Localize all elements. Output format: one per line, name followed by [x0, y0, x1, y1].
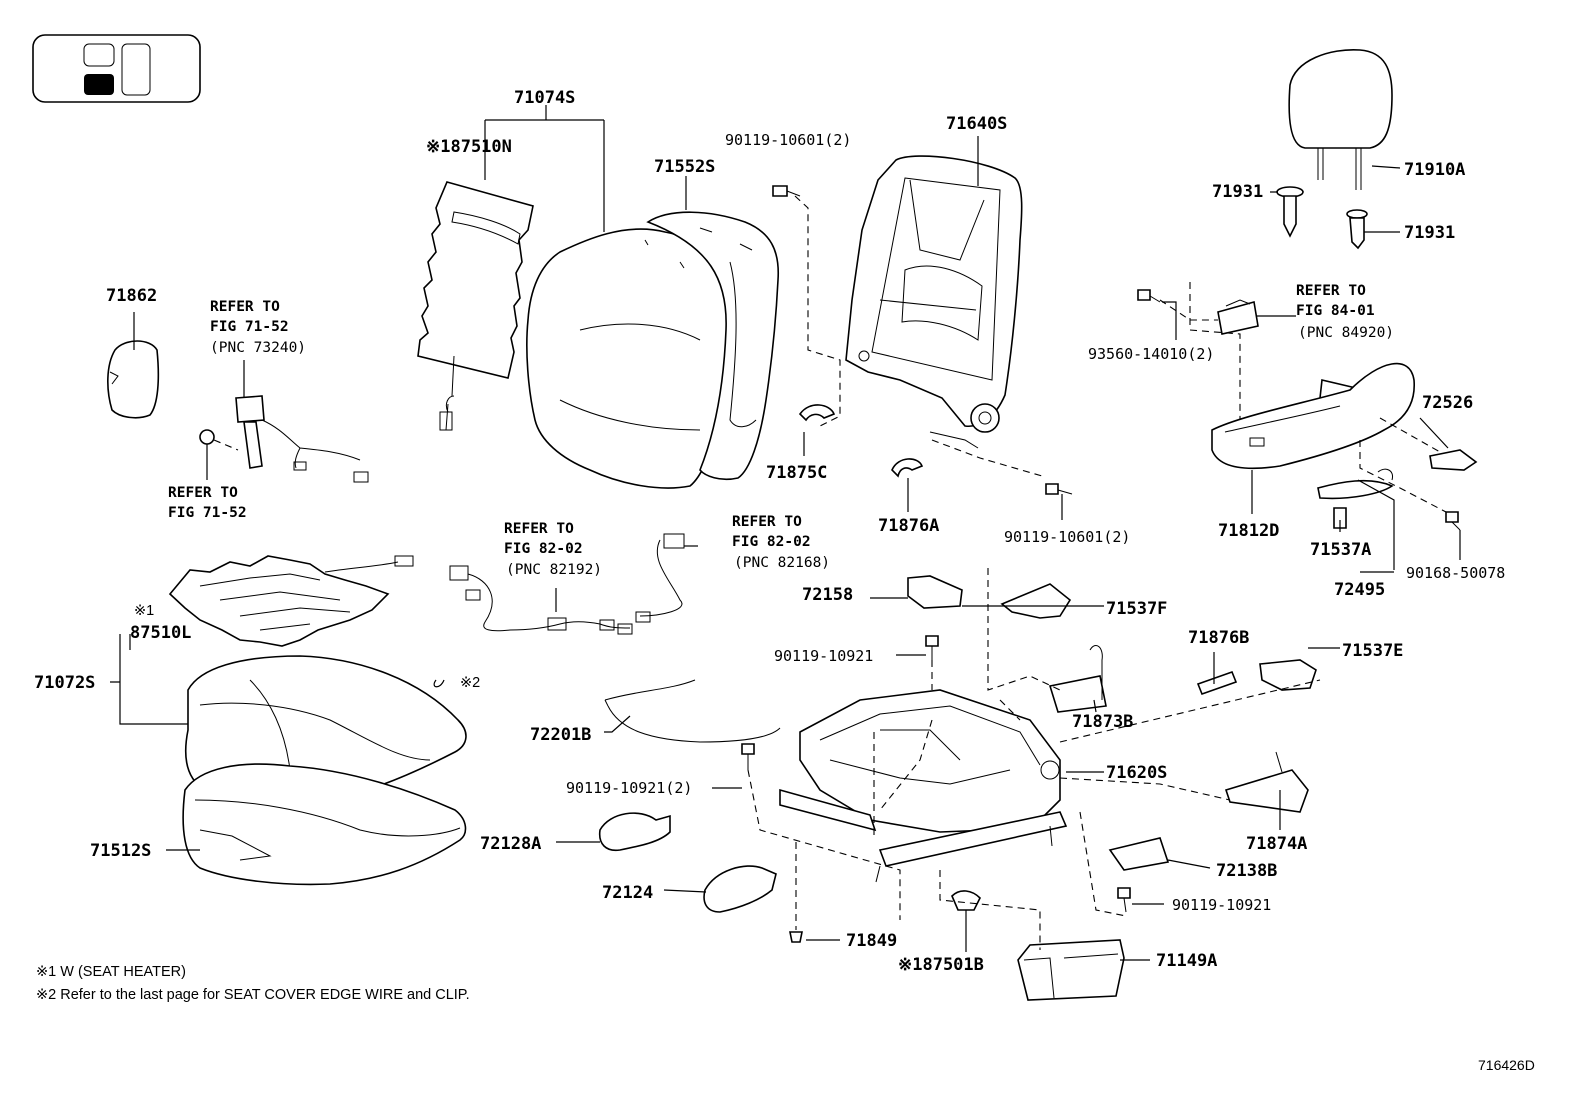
refer-84-01-line1: REFER TO	[1296, 283, 1366, 299]
label-note-ref-2: ※2	[460, 675, 480, 691]
label-87510L: 87510L	[130, 623, 191, 643]
label-72128A: 72128A	[480, 834, 541, 854]
label-71876A: 71876A	[878, 516, 939, 536]
label-71512S: 71512S	[90, 841, 151, 861]
refer-82-02-a-line1: REFER TO	[504, 521, 574, 537]
headrest-support-drawings	[1276, 186, 1368, 250]
label-90119-10921-c: 90119-10921	[1172, 896, 1271, 914]
label-71640S: 71640S	[946, 114, 1007, 134]
seatbelt-buckle-drawing	[199, 395, 369, 483]
label-90119-10601-mid: 90119-10601(2)	[1004, 528, 1130, 546]
label-90168-50078: 90168-50078	[1406, 564, 1505, 582]
side-cover-pad-drawing	[107, 340, 160, 419]
seatback-heater-drawing	[417, 181, 534, 431]
refer-82-02-b-line3: (PNC 82168)	[734, 555, 830, 571]
label-71537F: 71537F	[1106, 599, 1167, 619]
leader-lines	[110, 105, 1461, 961]
side-shield-drawing	[1211, 362, 1415, 470]
refer-71-52-a-line3: (PNC 73240)	[210, 340, 306, 356]
seatback-frame-drawing	[845, 155, 1023, 449]
label-71875C: 71875C	[766, 463, 827, 483]
label-71931-b: 71931	[1404, 223, 1455, 243]
label-71812D: 71812D	[1218, 521, 1279, 541]
refer-71-52-b-line2: FIG 71-52	[168, 505, 247, 521]
refer-82-02-b-line2: FIG 82-02	[732, 534, 811, 550]
label-187510N: ※187510N	[426, 137, 512, 157]
label-90119-10921-a: 90119-10921	[774, 647, 873, 665]
label-71074S: 71074S	[514, 88, 575, 108]
figure-code: 716426D	[1478, 1057, 1535, 1073]
label-72138B: 72138B	[1216, 861, 1277, 881]
label-71072S: 71072S	[34, 673, 95, 693]
refer-82-02-b-line1: REFER TO	[732, 514, 802, 530]
seatback-cover-drawing	[526, 228, 730, 489]
label-72158: 72158	[802, 585, 853, 605]
label-71862: 71862	[106, 286, 157, 306]
refer-71-52-b-line1: REFER TO	[168, 485, 238, 501]
edge-wire-drawing	[604, 679, 781, 743]
label-72495: 72495	[1334, 580, 1385, 600]
label-72201B: 72201B	[530, 725, 591, 745]
label-187501B: ※187501B	[898, 955, 984, 975]
label-90119-10921-b: 90119-10921(2)	[566, 779, 692, 797]
refer-84-01-line3: (PNC 84920)	[1298, 325, 1394, 341]
label-71552S: 71552S	[654, 157, 715, 177]
label-71931-a: 71931	[1212, 182, 1263, 202]
footnote-edge-wire: ※2 Refer to the last page for SEAT COVER…	[36, 987, 470, 1003]
label-72124: 72124	[602, 883, 653, 903]
seat-track-drawing	[779, 689, 1068, 883]
fastener-drawings	[741, 185, 1461, 943]
headrest-drawing	[1288, 49, 1393, 190]
label-71537E: 71537E	[1342, 641, 1403, 661]
cushion-heater-drawing	[168, 555, 414, 647]
label-71149A: 71149A	[1156, 951, 1217, 971]
label-71849: 71849	[846, 931, 897, 951]
refer-71-52-a-line1: REFER TO	[210, 299, 280, 315]
track-cover-drawings	[598, 812, 1125, 1001]
label-note-ref-1: ※1	[134, 603, 154, 619]
seat-switch-drawing	[1217, 299, 1259, 335]
bracket-drawings	[907, 379, 1358, 871]
label-71876B: 71876B	[1188, 628, 1249, 648]
label-71910A: 71910A	[1404, 160, 1465, 180]
seatback-pad-drawing	[646, 211, 780, 481]
label-72526: 72526	[1422, 393, 1473, 413]
refer-82-02-a-line2: FIG 82-02	[504, 541, 583, 557]
seat-position-icon	[32, 34, 201, 103]
part-labels: 71074S ※187510N 71552S 90119-10601(2) 71…	[34, 88, 1505, 975]
label-90119-10601-top: 90119-10601(2)	[725, 131, 851, 149]
label-71537A: 71537A	[1310, 540, 1371, 560]
footnotes: ※1 W (SEAT HEATER) ※2 Refer to the last …	[36, 964, 470, 1003]
cushion-pad-drawing	[182, 763, 467, 886]
wire-harness-drawings	[449, 533, 685, 635]
label-71873B: 71873B	[1072, 712, 1133, 732]
label-71620S: 71620S	[1106, 763, 1167, 783]
footnote-seat-heater: ※1 W (SEAT HEATER)	[36, 964, 186, 980]
refer-84-01-line2: FIG 84-01	[1296, 303, 1375, 319]
knob-cover-drawings	[1317, 449, 1478, 529]
refer-82-02-a-line3: (PNC 82192)	[506, 562, 602, 578]
label-93560-14010: 93560-14010(2)	[1088, 345, 1214, 363]
label-71874A: 71874A	[1246, 834, 1307, 854]
assembly-guide-lines	[747, 195, 1447, 950]
refer-71-52-a-line2: FIG 71-52	[210, 319, 289, 335]
